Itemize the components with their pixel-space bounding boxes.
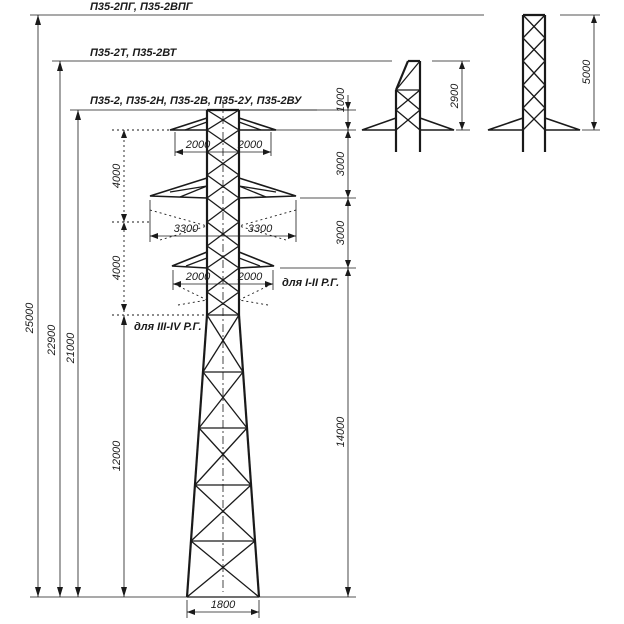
dim-right-top: 1000 bbox=[335, 87, 347, 112]
variant-base-label: П35-2, П35-2Н, П35-2В, П35-2У, П35-2ВУ bbox=[90, 95, 303, 107]
dim-top-arm-left: 2000 bbox=[185, 139, 211, 151]
dim-lower-arm-right: 2000 bbox=[237, 271, 263, 283]
main-tower bbox=[149, 100, 297, 598]
peak-variant-t bbox=[361, 59, 470, 152]
peak-variant-pg bbox=[487, 13, 600, 152]
middle-crossarm bbox=[149, 177, 297, 199]
dim-left-spacing-lower: 4000 bbox=[111, 255, 123, 280]
dim-right-upper: 3000 bbox=[335, 151, 347, 176]
level-guide-lines bbox=[112, 129, 205, 316]
dim-base-width: 1800 bbox=[211, 599, 236, 611]
dim-middle-arm-left: 3300 bbox=[174, 223, 199, 235]
dim-total-height: 25000 bbox=[24, 302, 36, 334]
dim-lower-height: 12000 bbox=[111, 440, 123, 471]
lower-crossarm bbox=[171, 251, 275, 269]
variant-pg-label: П35-2ПГ, П35-2ВПГ bbox=[90, 1, 194, 13]
left-dimension-lines bbox=[30, 15, 356, 598]
alternate-arms-dashed bbox=[149, 209, 297, 306]
dim-top-arm-right: 2000 bbox=[237, 139, 263, 151]
variant-t-label: П35-2Т, П35-2ВТ bbox=[90, 47, 178, 59]
arm-dimension-lines bbox=[149, 132, 297, 618]
region-3-4-label: для III-IV Р.Г. bbox=[134, 321, 202, 333]
dim-peak-pg: 5000 bbox=[581, 59, 593, 84]
dim-left-spacing-upper: 4000 bbox=[111, 163, 123, 188]
region-1-2-label: для I-II Р.Г. bbox=[282, 277, 339, 289]
dim-middle-arm-right: 3300 bbox=[248, 223, 273, 235]
dim-height-base: 21000 bbox=[65, 332, 77, 364]
dim-right-body: 14000 bbox=[335, 416, 347, 447]
top-crossarm bbox=[169, 117, 277, 131]
dim-height-t: 22900 bbox=[46, 324, 58, 356]
dim-lower-arm-left: 2000 bbox=[185, 271, 211, 283]
dim-peak-t: 2900 bbox=[449, 83, 461, 109]
dim-right-middle: 3000 bbox=[335, 220, 347, 245]
right-dimension-lines bbox=[240, 95, 356, 597]
